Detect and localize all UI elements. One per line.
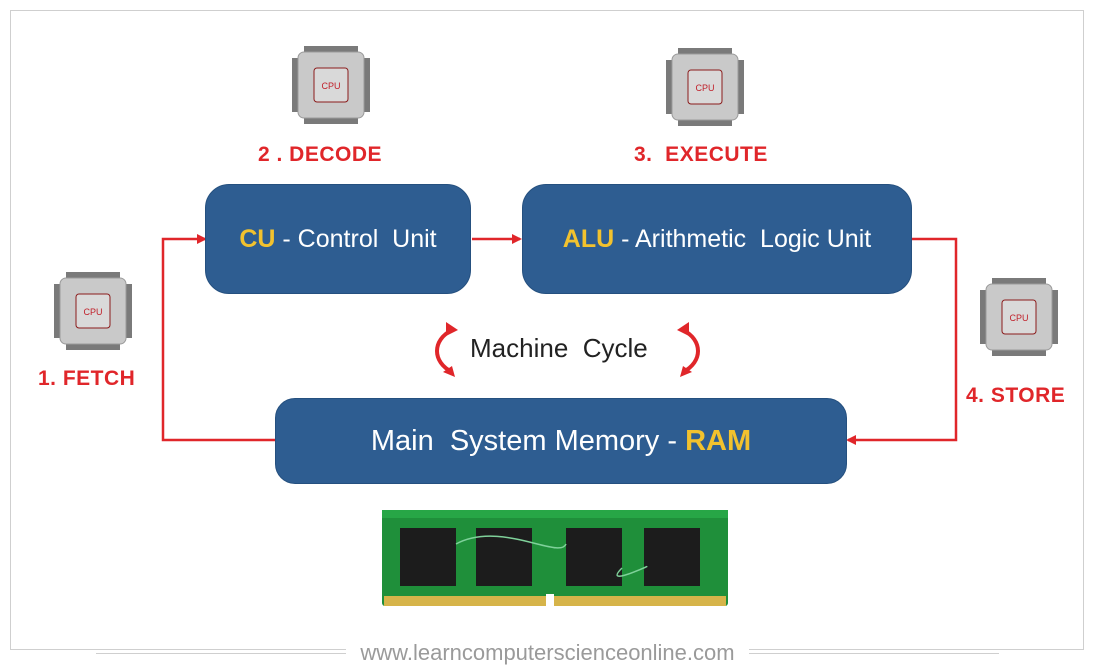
svg-text:CPU: CPU	[1009, 313, 1028, 323]
step-fetch-label: 1. FETCH	[38, 367, 136, 390]
step-decode-label: 2 . DECODE	[258, 143, 383, 166]
alu-label: - Arithmetic Logic Unit	[614, 224, 872, 253]
control-unit-box: CU - Control Unit	[205, 184, 471, 294]
ram-abbr: RAM	[685, 424, 752, 457]
fetch-cpu-icon: CPU	[54, 272, 132, 350]
execute-cpu-icon: CPU	[666, 48, 744, 126]
watermark-rule-left	[96, 652, 347, 654]
alu-box: ALU - Arithmetic Logic Unit	[522, 184, 912, 294]
svg-text:CPU: CPU	[83, 307, 102, 317]
step-store-label: 4. STORE	[966, 384, 1066, 407]
step-execute-label: 3. EXECUTE	[634, 143, 768, 166]
watermark: www.learncomputerscienceonline.com	[0, 640, 1095, 666]
machine-cycle-label: Machine Cycle	[470, 333, 648, 363]
main-memory-box: Main System Memory - RAM	[275, 398, 847, 484]
ram-module-icon	[382, 510, 728, 608]
cu-label: - Control Unit	[275, 224, 437, 253]
ram-label: Main System Memory -	[370, 424, 686, 457]
decode-cpu-icon: CPU	[292, 46, 370, 124]
watermark-rule-right	[748, 652, 999, 654]
store-cpu-icon: CPU	[980, 278, 1058, 356]
cu-abbr: CU	[239, 224, 276, 253]
watermark-text: www.learncomputerscienceonline.com	[346, 640, 749, 666]
svg-text:CPU: CPU	[695, 83, 714, 93]
alu-abbr: ALU	[562, 224, 615, 253]
cycle-right-arrow-icon	[681, 328, 700, 374]
svg-text:CPU: CPU	[321, 81, 340, 91]
cycle-left-arrow-icon	[435, 328, 454, 374]
fetch-arrow	[161, 234, 275, 442]
store-arrow	[846, 237, 958, 445]
